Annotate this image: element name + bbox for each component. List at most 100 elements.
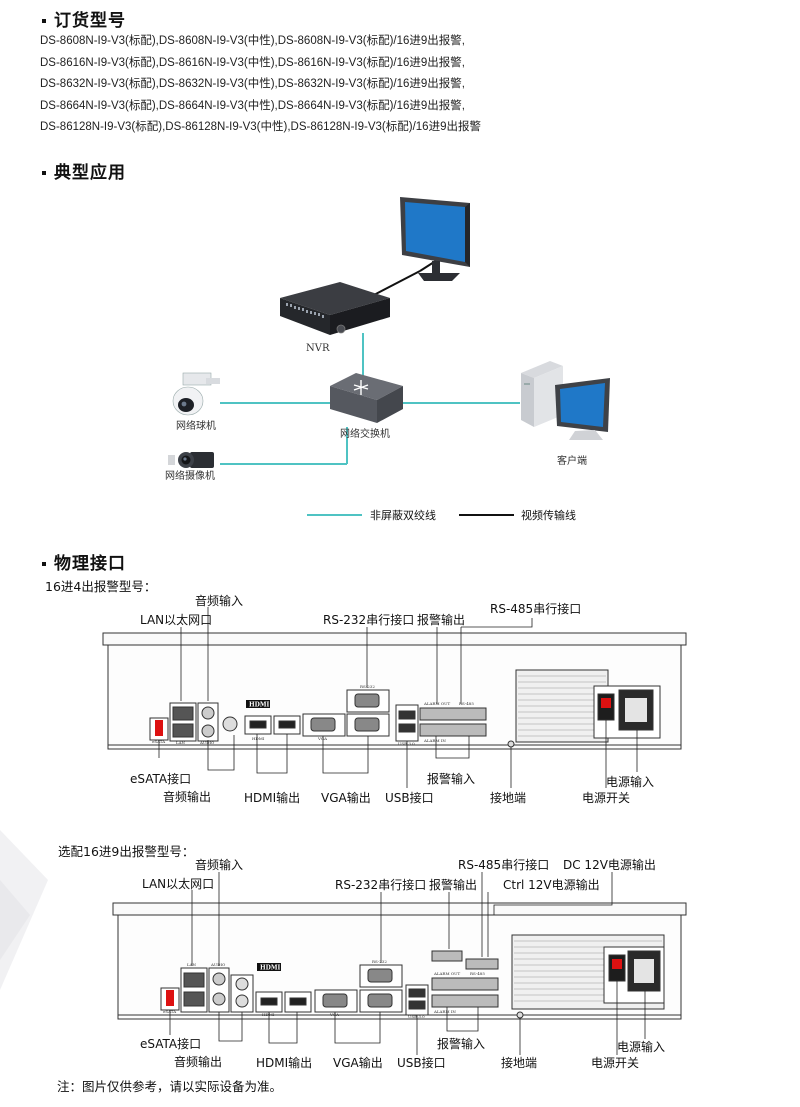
vga-port-icon (367, 993, 393, 1008)
order-title-text: 订货型号 (54, 11, 126, 31)
rs232-port-icon (367, 968, 393, 983)
panel-label-usb: USB 3.0 (408, 1014, 425, 1019)
switch-label: 网络交换机 (340, 427, 390, 440)
lan-port-icon (172, 723, 194, 738)
panel-label-vga: VGA (317, 736, 327, 741)
label-power-in: 电源输入 (617, 1040, 666, 1054)
label-alarm-out: 报警输出 (429, 878, 478, 892)
label-rs232: RS-232串行接口 (335, 878, 427, 892)
label-audio-in: 音频输入 (195, 594, 244, 608)
client-label: 客户端 (557, 454, 587, 467)
panel-label-audio: AUDIO (199, 740, 215, 745)
label-audio-out: 音频输出 (174, 1055, 223, 1069)
label-vga: VGA输出 (321, 791, 371, 805)
panel-label-rs232: RS-232 (360, 684, 375, 689)
hdmi-logo-text: HDMI (249, 702, 270, 709)
hdmi-logo-text: HDMI (260, 965, 281, 972)
label-alarm-in: 报警输入 (437, 1037, 486, 1051)
label-hdmi: HDMI输出 (244, 791, 301, 805)
alarm-out-terminal-icon (419, 707, 487, 721)
leader-line (493, 872, 613, 915)
bullet-icon (42, 19, 46, 23)
label-alarm-in: 报警输入 (427, 772, 476, 786)
label-audio-out: 音频输出 (163, 790, 212, 804)
usb-port-icon (408, 1000, 426, 1010)
panel-label-audio: AUDIO (210, 962, 226, 967)
nvr-monitor-video-link (369, 270, 421, 298)
audio-jack-icon (235, 994, 249, 1008)
label-hdmi: HDMI输出 (256, 1056, 313, 1070)
label-lan: LAN以太网口 (142, 877, 215, 891)
panel-label-hdmi: HDMI (252, 736, 265, 741)
label-usb: USB接口 (397, 1056, 446, 1070)
ground-screw-icon (507, 740, 515, 748)
label-power-switch: 电源开关 (591, 1056, 640, 1070)
ground-screw-icon (516, 1011, 524, 1019)
alarm-in-terminal-icon (419, 723, 487, 737)
leader-line (207, 735, 235, 771)
panel-label-rs485: RS-485 (470, 971, 485, 976)
label-usb: USB接口 (385, 791, 434, 805)
bullet-camera-icon (168, 452, 214, 468)
lan-port-icon (183, 972, 205, 988)
panel-label-rs485: RS-485 (459, 701, 474, 706)
alarm-out-terminal-icon (431, 950, 463, 962)
label-ctrl12v: Ctrl 12V电源输出 (503, 878, 600, 892)
vga-port-icon (354, 717, 380, 732)
leader-line (461, 618, 533, 628)
model2-rear-panel-diagram: HDMI eSATA LAN AUDIO HDMI VGA RS-232 USB… (112, 872, 687, 1055)
lan-port-icon (172, 706, 194, 721)
order-line: DS-86128N-I9-V3(标配),DS-86128N-I9-V3(中性),… (40, 121, 481, 133)
leader-line (435, 736, 470, 759)
model2-subtitle: 选配16进9出报警型号： (58, 844, 195, 859)
model1-rear-panel-diagram: HDMI eSATA LAN AUDIO HDMI VGA RS-232 USB… (102, 607, 687, 788)
order-line: DS-8608N-I9-V3(标配),DS-8608N-I9-V3(中性),DS… (40, 35, 465, 47)
panel-label-hdmi: HDMI (262, 1012, 275, 1017)
client-pc-icon (521, 361, 610, 440)
audio-in-jack-icon (212, 972, 226, 986)
nvr-label: NVR (306, 343, 330, 354)
usb-port-icon (408, 988, 426, 998)
panel-label-alarm-in: ALARM IN (433, 1009, 456, 1014)
interfaces-section-title: 物理接口 (42, 549, 126, 574)
panel-label-lan: LAN (176, 740, 186, 745)
leader-line (268, 1012, 298, 1044)
label-audio-in: 音频输入 (195, 858, 244, 872)
nvr-device-icon (280, 282, 390, 335)
model1-subtitle: 16进4出报警型号： (45, 579, 157, 594)
network-switch-icon (330, 373, 403, 423)
vga-port-icon (310, 717, 336, 732)
leader-line (446, 1007, 479, 1032)
disclaimer-note: 注：图片仅供参考，请以实际设备为准。 (57, 1079, 283, 1094)
audio-jack-icon (235, 977, 249, 991)
order-model-list: DS-8608N-I9-V3(标配),DS-8608N-I9-V3(中性),DS… (40, 31, 481, 139)
label-rs485: RS-485串行接口 (458, 858, 550, 872)
watermark-shape (0, 830, 48, 990)
label-rs485: RS-485串行接口 (490, 602, 582, 616)
application-section-title: 典型应用 (42, 158, 126, 183)
panel-label-usb: USB 3.0 (398, 741, 415, 746)
leader-line (218, 1012, 243, 1042)
usb-port-icon (398, 710, 416, 720)
bullet-icon (42, 562, 46, 566)
panel-label-rs232: RS-232 (372, 959, 387, 964)
audio-out-jack-icon (212, 992, 226, 1006)
alarm-in-terminal-icon (431, 994, 499, 1008)
hdmi-port-icon (249, 720, 267, 729)
label-power-switch: 电源开关 (582, 791, 631, 805)
label-vga: VGA输出 (333, 1056, 383, 1070)
panel-label-alarm-out: ALARM OUT (433, 971, 460, 976)
hdmi-logo-icon (257, 963, 281, 971)
order-line: DS-8632N-I9-V3(标配),DS-8632N-I9-V3(中性),DS… (40, 78, 465, 90)
application-title-text: 典型应用 (54, 163, 126, 183)
order-line: DS-8664N-I9-V3(标配),DS-8664N-I9-V3(中性),DS… (40, 99, 465, 112)
label-esata: eSATA接口 (130, 772, 192, 786)
leader-line (256, 734, 288, 774)
video-legend-label: 视频传输线 (521, 508, 576, 522)
bullet-icon (42, 171, 46, 175)
dome-camera-icon (172, 372, 220, 416)
hdmi-logo-icon (246, 700, 270, 708)
usb-port-icon (398, 723, 416, 733)
vga-port-icon (322, 993, 348, 1008)
label-ground: 接地端 (490, 791, 527, 805)
